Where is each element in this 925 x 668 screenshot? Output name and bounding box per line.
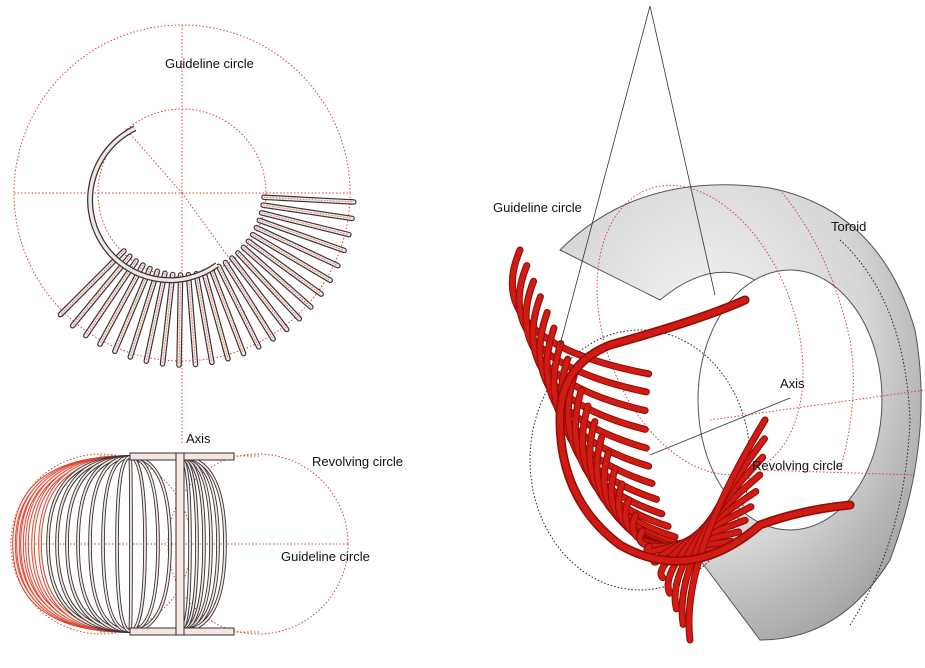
spoke-centerline [60,250,125,315]
loop-fill [129,456,180,632]
label-side-revolving-circle: Revolving circle [312,454,403,469]
loop-fill-right [179,456,226,632]
loop-fill-right [179,456,198,632]
spoke-centerline [237,252,300,319]
spoke-centerline [261,212,349,235]
axis-rod [175,452,185,636]
side-view-rails [129,452,235,636]
spoke-centerline [243,247,312,308]
spoke-centerline [248,240,322,295]
coil [644,517,748,554]
label-toroid: Toroid [831,219,866,234]
spoke-centerline [114,268,151,352]
spoke-centerline [145,273,166,362]
red-coils [508,246,855,644]
label-top-guideline-circle: Guideline circle [165,56,254,71]
vertical-guide-arc [779,189,854,471]
coil [665,472,763,596]
spoke-centerline [188,274,196,365]
loop-fill [129,456,180,632]
label-side-guideline-circle: Guideline circle [281,549,370,564]
toroid-dotted-edge [839,239,911,626]
top-view-spokes [57,194,357,368]
side-view-loops [12,455,227,633]
label-axis: Axis [186,431,211,446]
spoke-centerline [203,271,229,359]
spoke-centerline [99,264,144,345]
spoke-centerline [129,271,158,358]
radius-guide [181,192,233,263]
revolving-guide [759,469,916,476]
spoke-centerline [195,273,213,363]
loop-fill [102,456,180,632]
spoke-centerline [252,234,331,281]
loop-fill [56,456,180,632]
loop-fill-right [179,456,191,632]
horizontal-guide [709,389,925,421]
loop-fill-right [179,456,205,632]
spoke-centerline [263,204,353,219]
axis-pointer [649,397,791,456]
toroid-view [508,5,925,644]
coil [658,489,759,581]
inner-arc-tube-fill [88,126,219,282]
loop-fill-right [179,456,212,632]
coil [679,436,767,627]
coil [637,528,742,549]
radius-guide [124,127,183,194]
spoke-centerline [72,256,131,326]
spoke-centerline [85,260,137,336]
spoke-centerline [218,266,260,348]
spoke-centerline [256,227,339,266]
loop-fill-right [179,456,219,632]
loop-fill [129,456,180,632]
side-view [10,452,350,636]
spoke-centerline [178,274,181,365]
spoke-centerline [263,196,354,203]
leader-line [649,5,716,296]
loop-fill [77,456,180,632]
label-right-guideline-circle: Guideline circle [493,200,582,215]
toroid-body [559,184,922,641]
loop-fill [89,456,180,632]
coil [672,454,766,612]
spoke-centerline [211,269,244,354]
label-right-axis: Axis [780,376,805,391]
spoke-centerline [225,262,274,340]
label-right-revolving-circle: Revolving circle [752,458,843,473]
loop-fill [66,456,180,632]
spoke-centerline [162,274,174,364]
top-view [13,24,357,445]
coil [686,417,768,643]
guideline-circle-right [167,453,349,635]
inner-arc [556,297,853,564]
loop-fill [129,456,180,632]
spoke-centerline [259,220,345,251]
top-view-guidelines [13,24,351,445]
loop-fill [116,456,180,632]
leader-line [559,5,651,346]
spoke-centerline [231,257,287,330]
leader-lines [559,5,791,456]
